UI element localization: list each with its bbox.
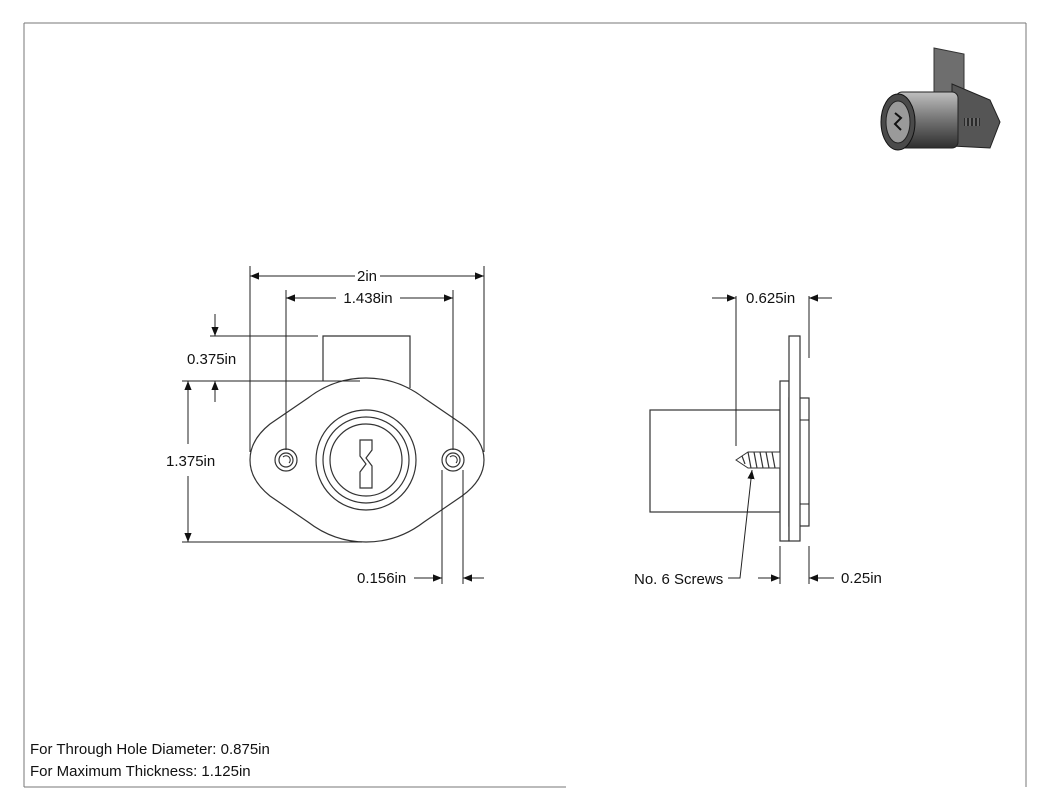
dim-bolt-height-label: 0.375in bbox=[187, 351, 236, 368]
keyway-icon bbox=[359, 439, 373, 489]
screw-leader: No. 6 Screws bbox=[634, 469, 755, 588]
screw-icon bbox=[735, 451, 781, 469]
notes: For Through Hole Diameter: 0.875in For M… bbox=[30, 741, 270, 780]
dim-plate-thickness: 0.25in bbox=[758, 546, 882, 587]
dim-bolt-height: 0.375in bbox=[182, 314, 360, 402]
dim-body-height: 1.375in bbox=[166, 381, 362, 543]
dim-plate-thickness-label: 0.25in bbox=[841, 570, 882, 587]
note-max-thickness: For Maximum Thickness: 1.125in bbox=[30, 763, 251, 780]
dim-hole-diameter: 0.156in bbox=[357, 470, 484, 587]
dim-body-height-label: 1.375in bbox=[166, 453, 215, 470]
dim-cylinder-depth: 0.625in bbox=[712, 290, 832, 446]
front-view: 2in 1.438in 0.375in 1.375in bbox=[166, 266, 485, 587]
note-through-hole: For Through Hole Diameter: 0.875in bbox=[30, 741, 270, 758]
dim-overall-width: 2in bbox=[249, 266, 485, 452]
dim-hole-spacing: 1.438in bbox=[285, 290, 454, 450]
screw-hole-left bbox=[274, 448, 298, 472]
screw-hole-right bbox=[441, 448, 465, 472]
screw-label: No. 6 Screws bbox=[634, 571, 723, 588]
drawing-frame bbox=[23, 22, 1027, 788]
side-view: 0.625in No. 6 Screws 0.25in bbox=[634, 290, 882, 588]
dim-hole-diameter-label: 0.156in bbox=[357, 570, 406, 587]
isometric-thumbnail bbox=[880, 47, 1001, 151]
bolt-tab bbox=[788, 335, 801, 542]
dim-hole-spacing-label: 1.438in bbox=[343, 290, 392, 307]
mounting-plate bbox=[779, 380, 790, 542]
bolt-outline bbox=[322, 335, 411, 388]
dim-overall-width-label: 2in bbox=[357, 268, 377, 285]
dim-cylinder-depth-label: 0.625in bbox=[746, 290, 795, 307]
